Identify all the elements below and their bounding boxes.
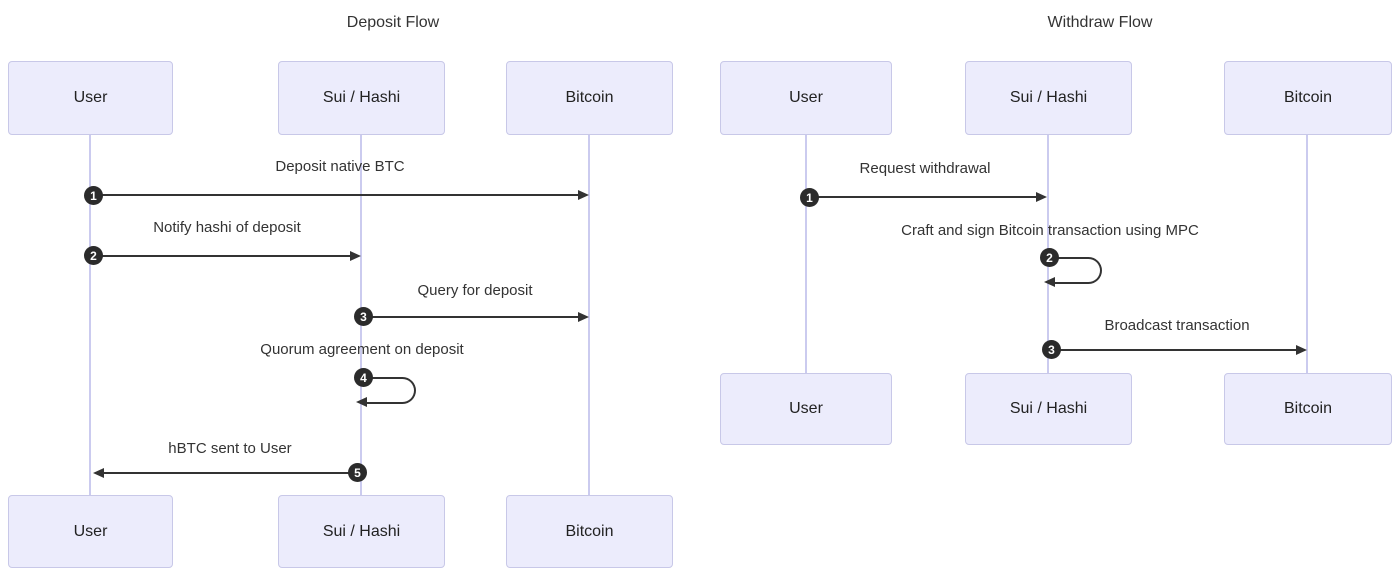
withdraw-actor-user-top: User: [720, 61, 892, 135]
withdraw-actor-sui-hashi-top: Sui / Hashi: [965, 61, 1132, 135]
withdraw-message-2-self-loop: [1052, 257, 1102, 284]
deposit-message-4-label: Quorum agreement on deposit: [260, 341, 464, 358]
deposit-message-3-arrow-line: [364, 316, 578, 318]
deposit-lifeline-user: [89, 135, 91, 495]
arrowhead-right-icon: [578, 312, 589, 322]
withdraw-actor-bitcoin-bottom: Bitcoin: [1224, 373, 1392, 445]
deposit-actor-user-bottom: User: [8, 495, 173, 568]
withdraw-actor-sui-hashi-bottom: Sui / Hashi: [965, 373, 1132, 445]
deposit-message-3-number-badge: 3: [354, 307, 373, 326]
deposit-message-2-label: Notify hashi of deposit: [153, 219, 301, 236]
deposit-message-5-label: hBTC sent to User: [168, 440, 292, 457]
deposit-flow-title: Deposit Flow: [346, 14, 440, 31]
deposit-message-2-number-badge: 2: [84, 246, 103, 265]
arrowhead-left-icon: [356, 397, 367, 407]
arrowhead-left-icon: [1044, 277, 1055, 287]
withdraw-message-3-number-badge: 3: [1042, 340, 1061, 359]
withdraw-actor-bitcoin-top: Bitcoin: [1224, 61, 1392, 135]
deposit-message-4-self-loop: [366, 377, 416, 404]
deposit-message-5-number-badge: 5: [348, 463, 367, 482]
deposit-message-3-label: Query for deposit: [417, 282, 533, 299]
arrowhead-right-icon: [578, 190, 589, 200]
deposit-message-1-arrow-line: [93, 194, 578, 196]
deposit-actor-sui-hashi-bottom: Sui / Hashi: [278, 495, 445, 568]
deposit-message-1-number-badge: 1: [84, 186, 103, 205]
withdraw-lifeline-bitcoin: [1306, 135, 1308, 373]
arrowhead-left-icon: [93, 468, 104, 478]
arrowhead-right-icon: [350, 251, 361, 261]
arrowhead-right-icon: [1296, 345, 1307, 355]
deposit-actor-sui-hashi-top: Sui / Hashi: [278, 61, 445, 135]
withdraw-lifeline-user: [805, 135, 807, 373]
withdraw-message-1-arrow-line: [810, 196, 1036, 198]
deposit-message-4-number-badge: 4: [354, 368, 373, 387]
deposit-message-5-arrow-line: [104, 472, 358, 474]
withdraw-message-1-number-badge: 1: [800, 188, 819, 207]
withdraw-message-2-number-badge: 2: [1040, 248, 1059, 267]
deposit-actor-user-top: User: [8, 61, 173, 135]
withdraw-message-2-label: Craft and sign Bitcoin transaction using…: [901, 222, 1199, 239]
arrowhead-right-icon: [1036, 192, 1047, 202]
withdraw-actor-user-bottom: User: [720, 373, 892, 445]
deposit-message-2-arrow-line: [93, 255, 350, 257]
withdraw-message-3-label: Broadcast transaction: [1104, 317, 1250, 334]
deposit-lifeline-bitcoin: [588, 135, 590, 495]
deposit-message-1-label: Deposit native BTC: [275, 158, 405, 175]
withdraw-message-1-label: Request withdrawal: [859, 160, 991, 177]
withdraw-message-3-arrow-line: [1052, 349, 1296, 351]
deposit-actor-bitcoin-top: Bitcoin: [506, 61, 673, 135]
withdraw-flow-title: Withdraw Flow: [1047, 14, 1153, 31]
deposit-actor-bitcoin-bottom: Bitcoin: [506, 495, 673, 568]
